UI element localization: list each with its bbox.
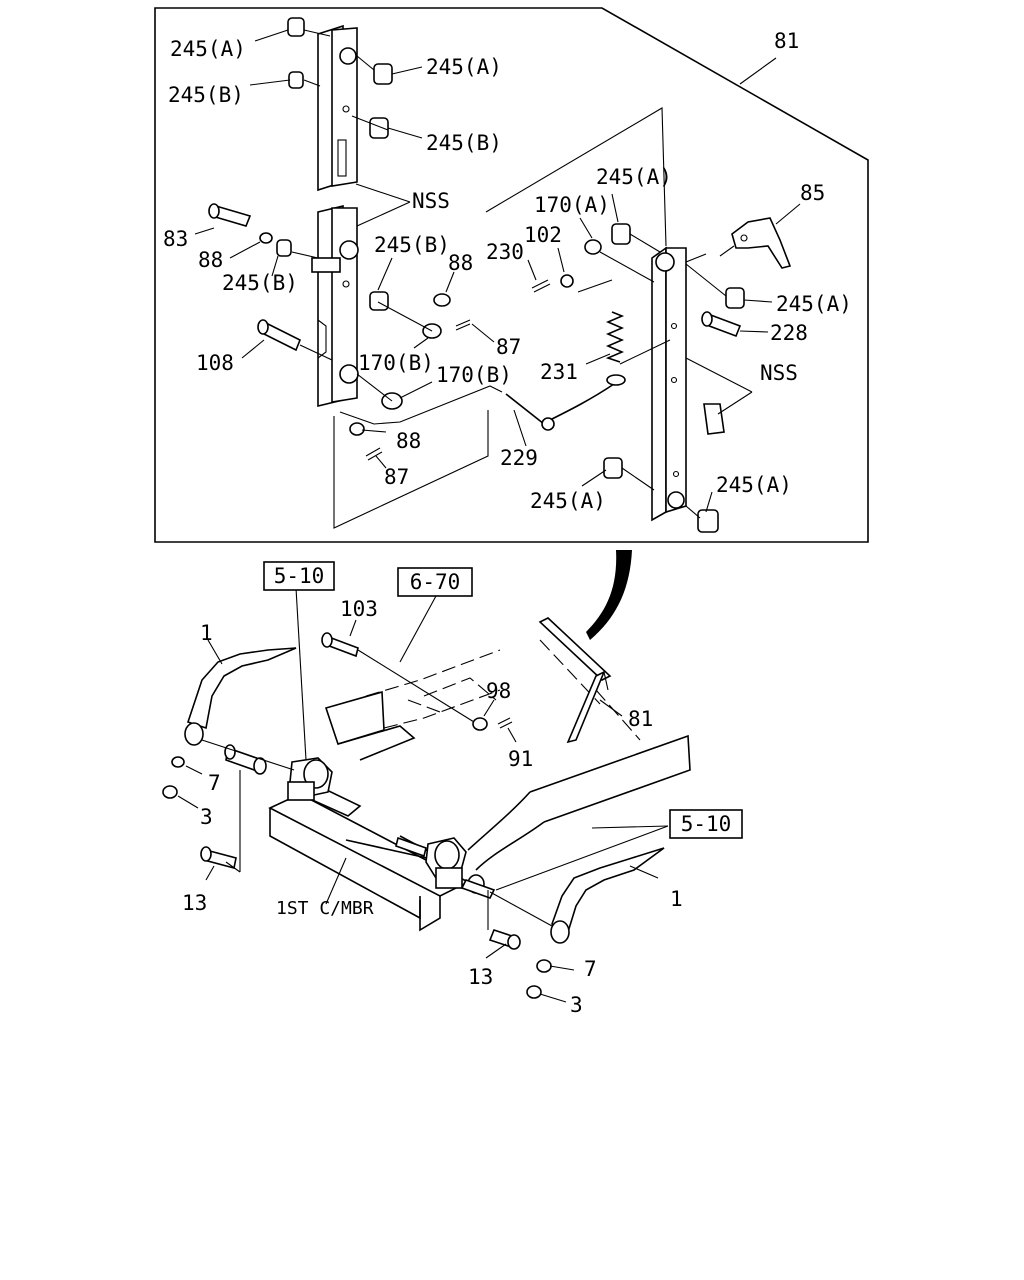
- label-245b-1: 245(B): [168, 83, 244, 107]
- label-245a-3: 245(A): [596, 165, 672, 189]
- left-link-upper: [317, 24, 358, 192]
- ref-box-5-10-top[interactable]: 5-10: [263, 561, 335, 591]
- label-83: 83: [163, 227, 188, 251]
- detail-leaders: [194, 29, 801, 519]
- cab-mount-upper: [324, 649, 501, 761]
- label-3-left: 3: [200, 805, 213, 829]
- label-87-1: 87: [496, 335, 521, 359]
- label-88-1: 88: [198, 248, 223, 272]
- arm-81-lower: [538, 617, 612, 744]
- ref-box-5-10-right[interactable]: 5-10: [669, 809, 743, 839]
- label-13-left: 13: [182, 891, 207, 915]
- label-88-3: 88: [396, 429, 421, 453]
- label-91: 91: [508, 747, 533, 771]
- label-245a-6: 245(A): [716, 473, 792, 497]
- lower-leaders: [177, 587, 669, 1003]
- svg-text:5-10: 5-10: [274, 564, 325, 588]
- right-link: [651, 246, 687, 522]
- label-81-lower: 81: [628, 707, 653, 731]
- label-245b-4: 245(B): [374, 233, 450, 257]
- svg-text:5-10: 5-10: [681, 812, 732, 836]
- label-170b-1: 170(B): [358, 351, 434, 375]
- label-87-2: 87: [384, 465, 409, 489]
- label-245b-3: 245(B): [222, 271, 298, 295]
- label-230: 230: [486, 240, 524, 264]
- label-nss-2: NSS: [760, 361, 798, 385]
- mount-brackets: [287, 757, 467, 889]
- label-170a: 170(A): [534, 193, 610, 217]
- label-231: 231: [540, 360, 578, 384]
- label-13-right: 13: [468, 965, 493, 989]
- label-108: 108: [196, 351, 234, 375]
- detail-bracket-right: [485, 107, 667, 247]
- label-245a-2: 245(A): [426, 55, 502, 79]
- label-228: 228: [770, 321, 808, 345]
- left-link-lower: [311, 204, 359, 408]
- label-102: 102: [524, 223, 562, 247]
- label-170b-2: 170(B): [436, 363, 512, 387]
- ref-box-6-70[interactable]: 6-70: [397, 567, 473, 597]
- label-245a-4: 245(A): [776, 292, 852, 316]
- label-7-right: 7: [584, 957, 597, 981]
- label-nss-1: NSS: [412, 189, 450, 213]
- label-245a-5: 245(A): [530, 489, 606, 513]
- detail-frame: [154, 7, 869, 543]
- svg-text:6-70: 6-70: [410, 570, 461, 594]
- label-85: 85: [800, 181, 825, 205]
- torsion-bar-right: [550, 847, 665, 944]
- frame-rail: [467, 639, 691, 871]
- label-1-right: 1: [670, 887, 683, 911]
- torsion-bar-left: [184, 647, 297, 746]
- label-245b-2: 245(B): [426, 131, 502, 155]
- detail-bracket-left: [333, 410, 489, 529]
- label-245a-1: 245(A): [170, 37, 246, 61]
- label-88-2: 88: [448, 251, 473, 275]
- label-7-left: 7: [208, 771, 221, 795]
- label-1-left: 1: [200, 621, 213, 645]
- label-1st-cmbr: 1ST C/MBR: [276, 898, 374, 919]
- callout-arrow: [586, 550, 632, 640]
- label-103: 103: [340, 597, 378, 621]
- label-3-right: 3: [570, 993, 583, 1017]
- label-81-top: 81: [774, 29, 799, 53]
- detail-bracket-mid: [339, 385, 503, 425]
- label-229: 229: [500, 446, 538, 470]
- part-labels: 245(A) 245(B) 245(A) 245(B) 81 NSS 83 88…: [163, 29, 852, 1017]
- label-98: 98: [486, 679, 511, 703]
